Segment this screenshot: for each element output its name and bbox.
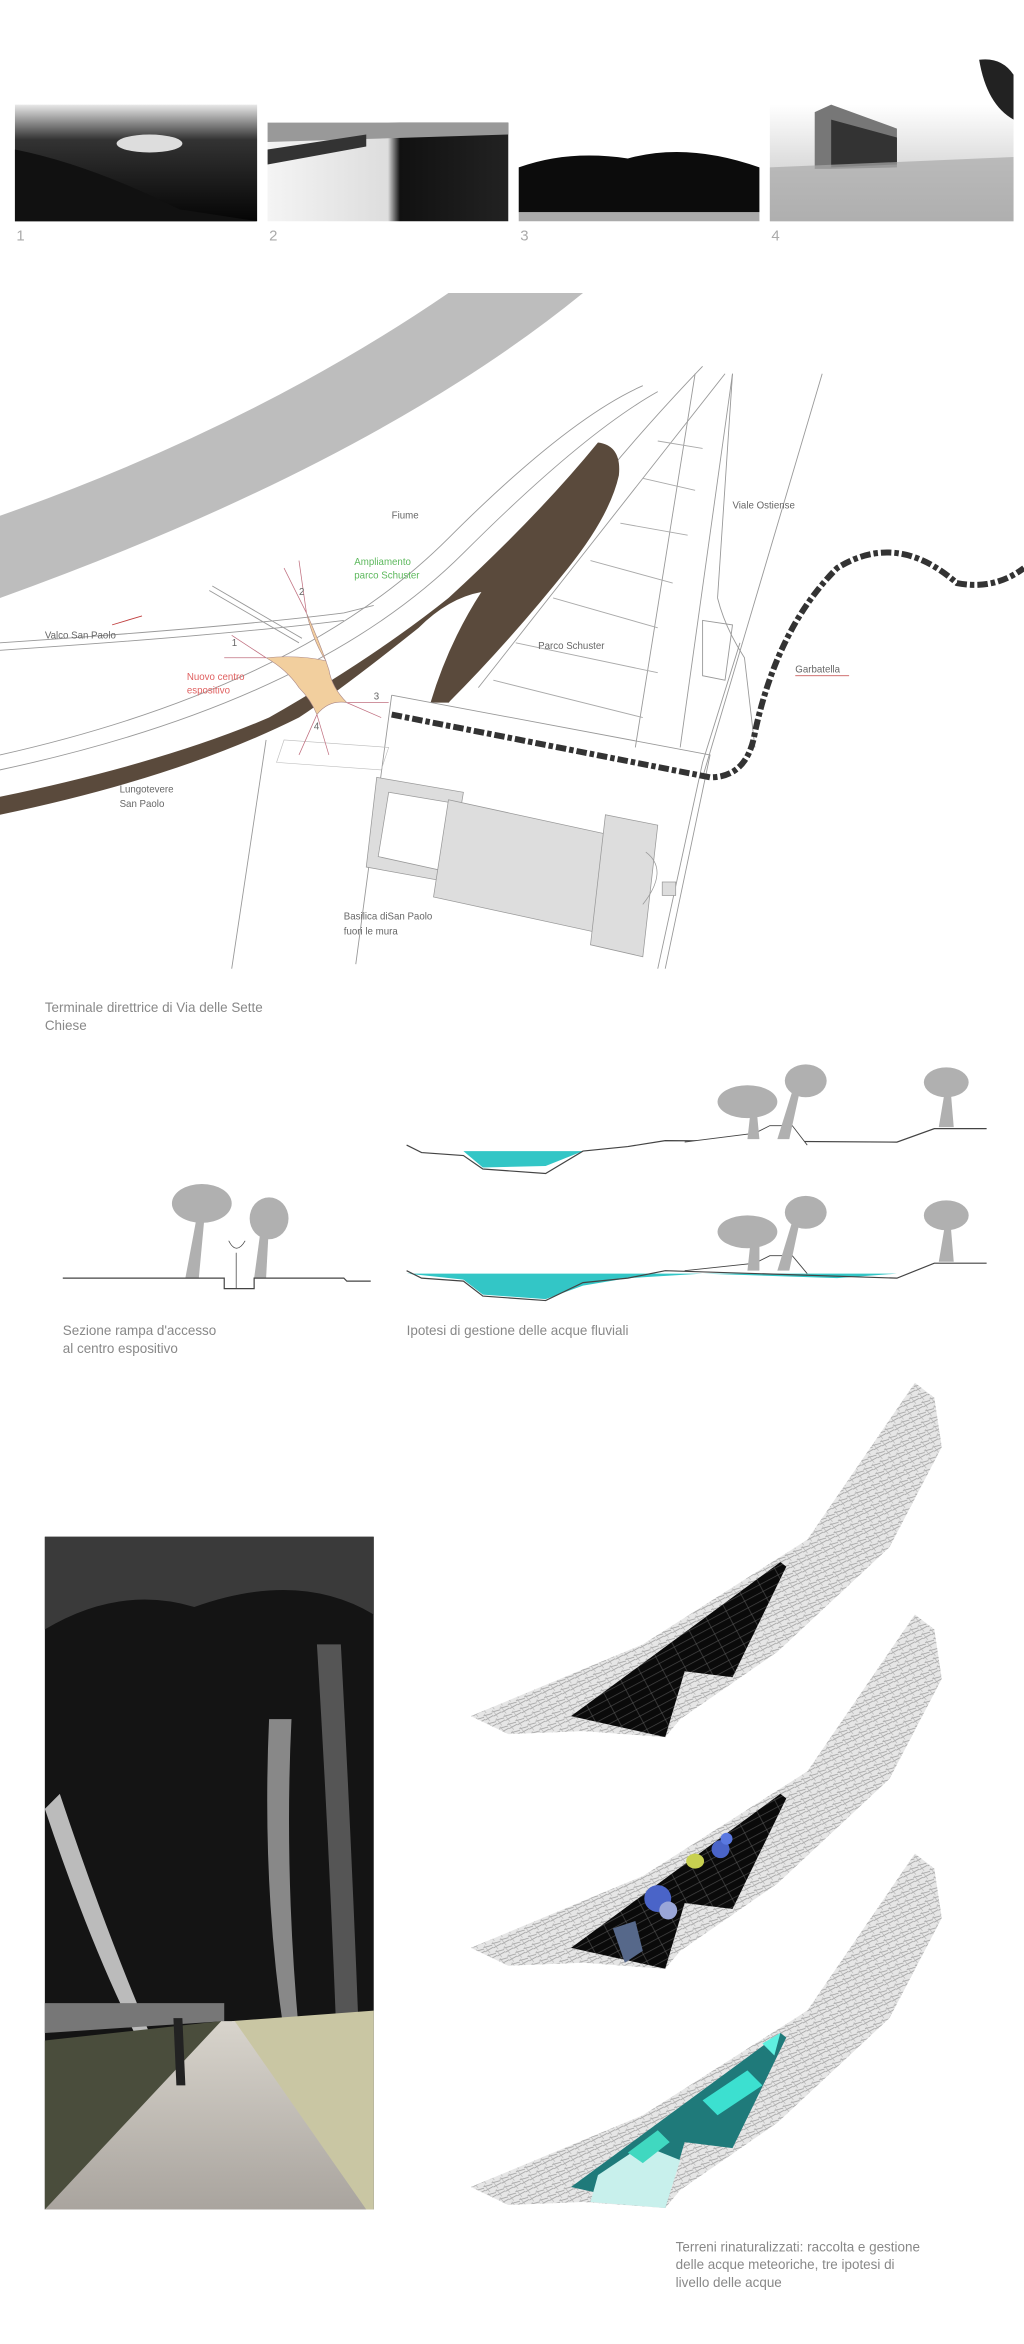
label-parco-schuster: Parco Schuster xyxy=(538,641,605,652)
photo-2 xyxy=(267,122,509,222)
water-section-1 xyxy=(406,1125,987,1175)
map-caption: Terminale direttrice di Via delle Sette xyxy=(45,1000,263,1015)
garbatella-path xyxy=(391,549,1024,781)
photo-label: 4 xyxy=(771,228,779,245)
label-new-center: Nuovo centro xyxy=(187,672,245,683)
viewpoint-number: 1 xyxy=(232,638,237,649)
new-center-shape xyxy=(265,612,348,716)
photo-label: 2 xyxy=(269,228,277,245)
map-caption: Chiese xyxy=(45,1018,87,1033)
ramp-section xyxy=(62,1240,371,1290)
label-valco: Valco San Paolo xyxy=(45,630,116,641)
trees xyxy=(171,1064,969,1279)
photo-3 xyxy=(518,152,760,222)
photo-label: 3 xyxy=(520,228,528,245)
basilica-plan xyxy=(365,776,677,958)
terrain-caption: delle acque meteoriche, tre ipotesi di xyxy=(676,2257,895,2272)
terrain-diagram-1 xyxy=(470,1382,942,1738)
label-fiume: Fiume xyxy=(392,511,419,522)
label-garbatella: Garbatella xyxy=(795,665,840,676)
viewpoint-number: 2 xyxy=(299,587,304,598)
site-plan: 2 1 3 4 Fiume Ampliamento parco Schuster… xyxy=(0,293,1024,1033)
viewpoint-number: 4 xyxy=(314,722,320,733)
label-park-extension: parco Schuster xyxy=(354,571,420,582)
ramp-caption: al centro espositivo xyxy=(63,1341,178,1356)
embankment xyxy=(0,442,620,815)
ramp-caption: Sezione rampa d'accesso xyxy=(63,1323,216,1338)
label-lungotevere: San Paolo xyxy=(120,799,165,810)
terrain-diagram-2 xyxy=(470,1614,942,1969)
water-caption: Ipotesi di gestione delle acque fluviali xyxy=(407,1323,629,1338)
label-park-extension: Ampliamento xyxy=(354,557,411,568)
label-basilica: fuori le mura xyxy=(344,926,399,937)
photo-strip: 1 2 3 4 xyxy=(14,59,1014,245)
photo-1 xyxy=(14,104,258,222)
terrain-diagram-3 xyxy=(470,1853,942,2208)
label-lungotevere: Lungotevere xyxy=(120,784,174,795)
label-basilica: Basilica diSan Paolo xyxy=(344,911,432,922)
label-new-center: espositivo xyxy=(187,686,230,697)
photo-label: 1 xyxy=(16,228,24,245)
terrain-caption: Terreni rinaturalizzati: raccolta e gest… xyxy=(676,2239,920,2254)
river xyxy=(0,293,584,598)
label-viale-ostiense: Viale Ostiense xyxy=(732,500,794,511)
photo-4 xyxy=(769,59,1014,222)
promenade-render xyxy=(44,1536,374,2210)
terrain-caption: livello delle acque xyxy=(676,2275,782,2290)
viewpoint-number: 3 xyxy=(374,692,379,703)
water-section-2 xyxy=(406,1255,987,1302)
